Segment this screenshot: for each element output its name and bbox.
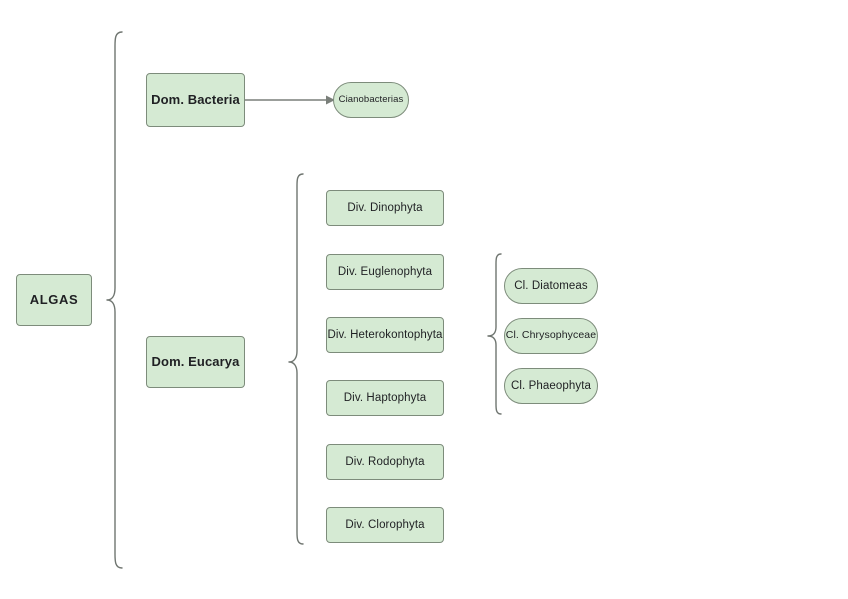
node-division-clorophyta[interactable]: Div. Clorophyta xyxy=(326,507,444,543)
node-division-rodophyta[interactable]: Div. Rodophyta xyxy=(326,444,444,480)
node-class-chrysophyceae[interactable]: Cl. Chrysophyceae xyxy=(504,318,598,354)
node-domain-eucarya[interactable]: Dom. Eucarya xyxy=(146,336,245,388)
node-class-phaeophyta[interactable]: Cl. Phaeophyta xyxy=(504,368,598,404)
node-class-diatomeas[interactable]: Cl. Diatomeas xyxy=(504,268,598,304)
brace-root-to-domains xyxy=(106,31,123,569)
brace-eucarya-to-divisions xyxy=(288,173,304,545)
node-cianobacterias[interactable]: Cianobacterias xyxy=(333,82,409,118)
node-domain-bacteria[interactable]: Dom. Bacteria xyxy=(146,73,245,127)
node-division-dinophyta[interactable]: Div. Dinophyta xyxy=(326,190,444,226)
connector-bacteria-to-cianobacterias xyxy=(245,95,335,105)
node-division-haptophyta[interactable]: Div. Haptophyta xyxy=(326,380,444,416)
node-root-algas[interactable]: ALGAS xyxy=(16,274,92,326)
node-division-heterokontophyta[interactable]: Div. Heterokontophyta xyxy=(326,317,444,353)
node-division-euglenophyta[interactable]: Div. Euglenophyta xyxy=(326,254,444,290)
brace-heterokontophyta-to-classes xyxy=(487,253,502,415)
